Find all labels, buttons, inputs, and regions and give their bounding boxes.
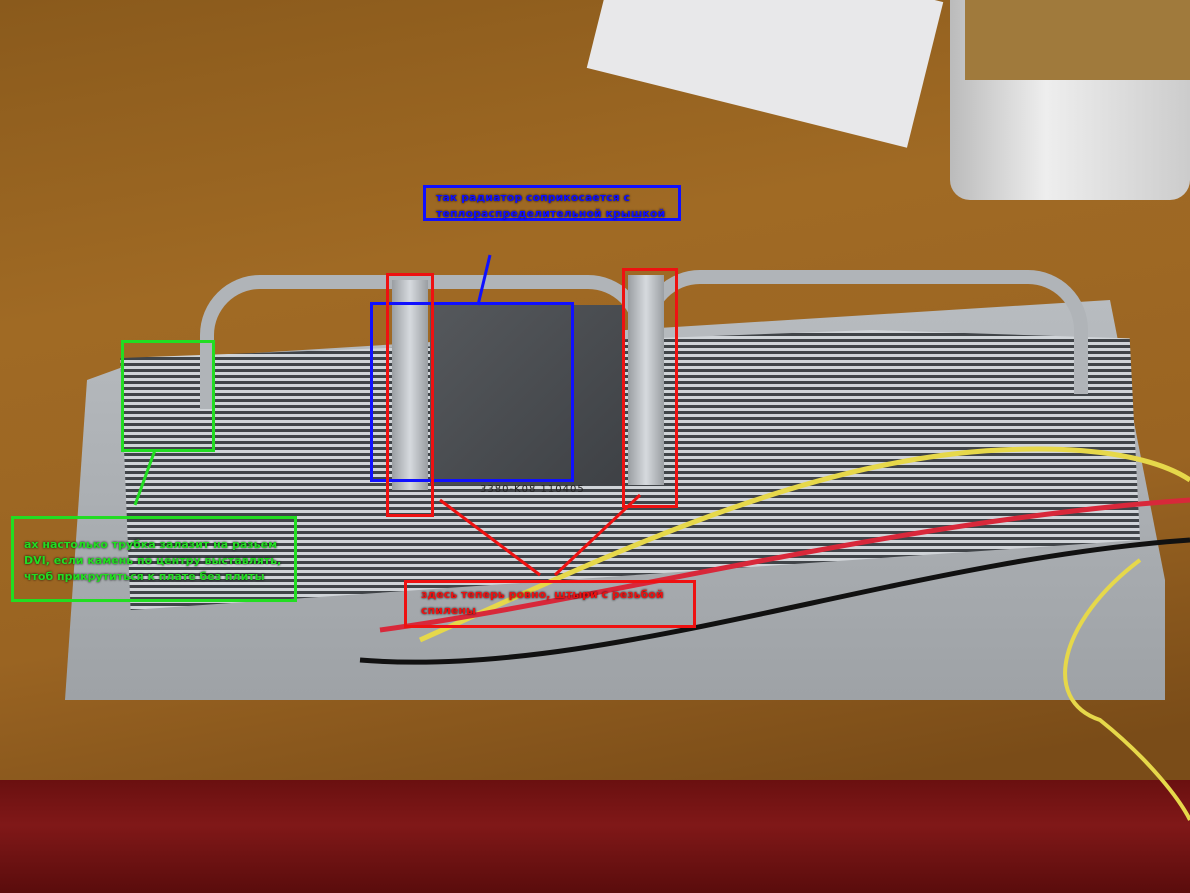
red-annotation-text: здесь теперь ровно, штыри с резьбой спил…: [421, 588, 664, 617]
blue-annotation: так радиатор соприкосается с теплораспре…: [423, 185, 681, 221]
chip-marking: 3380-K08 110405: [480, 484, 585, 495]
blue-highlight-base: [370, 302, 574, 482]
coffee-jar-contents: [965, 0, 1190, 80]
blue-annotation-text: так радиатор соприкосается с теплораспре…: [436, 191, 666, 220]
desk-edge: [0, 780, 1190, 893]
mounting-bar-left: [392, 280, 428, 490]
green-annotation-text: ах настолько трубка залазит на разьем DV…: [24, 538, 282, 583]
green-annotation: ах настолько трубка залазит на разьем DV…: [11, 516, 297, 602]
copper-base: [430, 305, 625, 485]
red-highlight-left-bar: [386, 273, 434, 517]
red-annotation: здесь теперь ровно, штыри с резьбой спил…: [404, 580, 696, 628]
mounting-bar-right: [628, 275, 664, 485]
red-highlight-right-bar: [622, 268, 678, 508]
green-highlight-pipe: [121, 340, 215, 452]
